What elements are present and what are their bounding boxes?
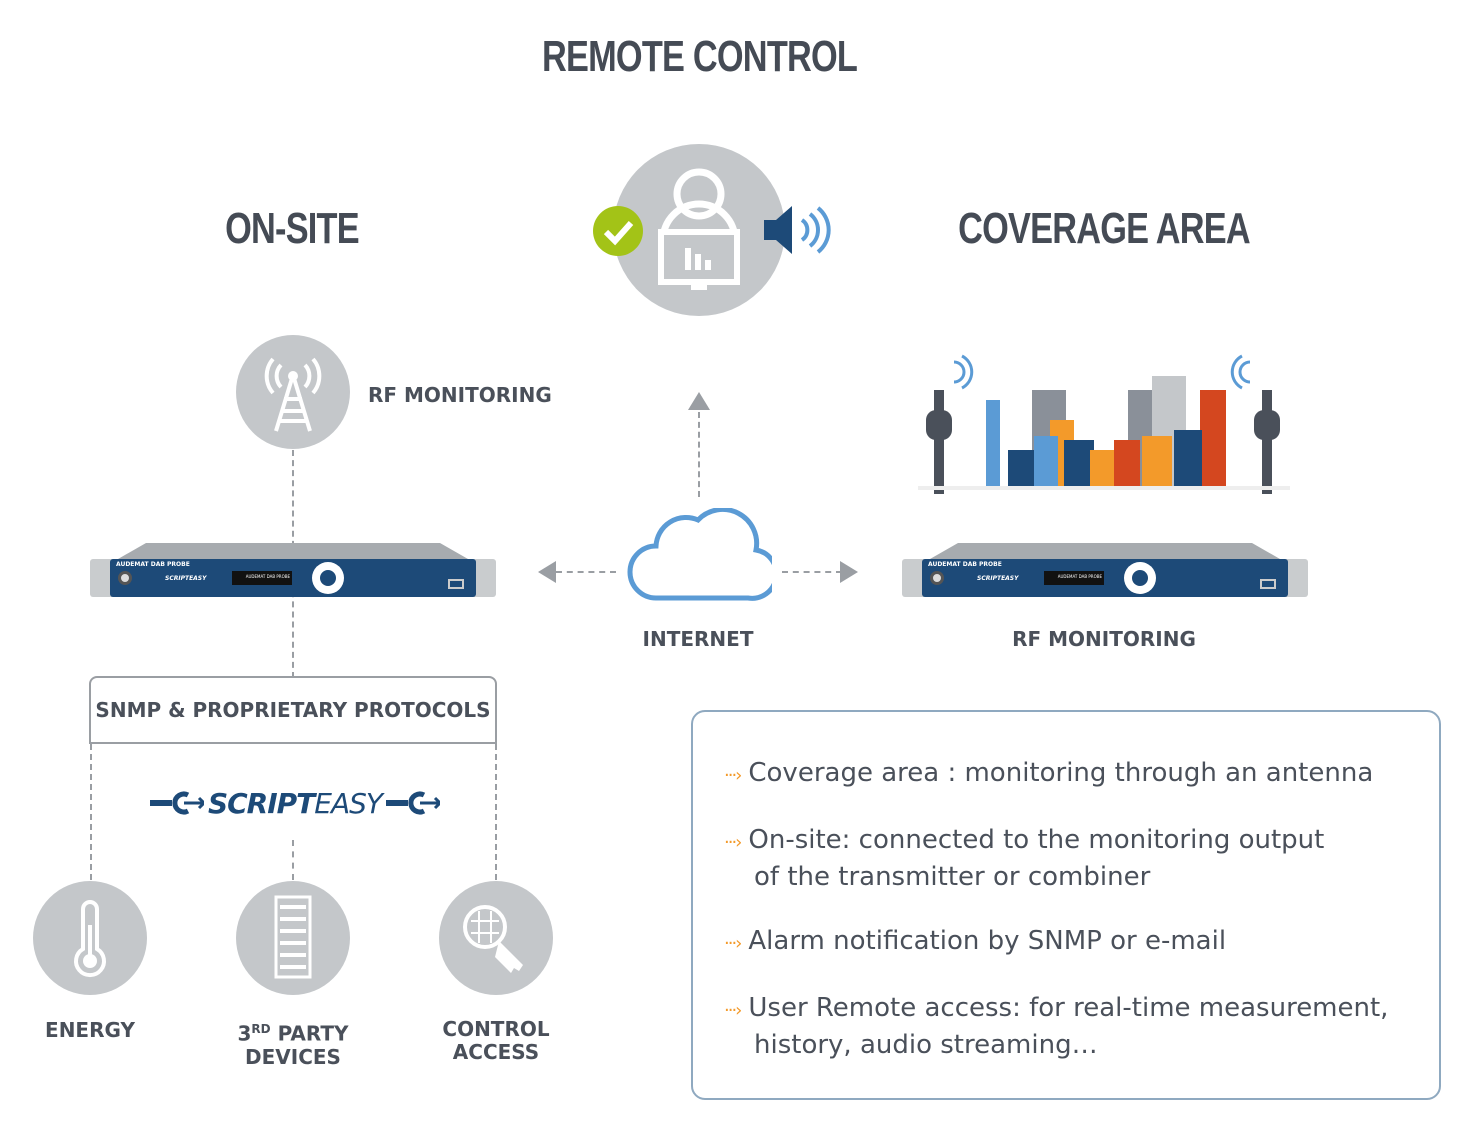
- dotted-arrow-icon: ···›: [724, 1000, 742, 1021]
- device-name: AUDEMAT DAB PROBE: [116, 561, 190, 568]
- city-coverage-illustration: [918, 350, 1290, 500]
- key-access-icon: [439, 881, 553, 995]
- scripteasy-logo: SCRIPTEASY: [150, 786, 440, 820]
- feature-item: ···›On-site: connected to the monitoring…: [724, 825, 1325, 892]
- arrow-left-icon: [538, 561, 556, 583]
- title-coverage-area: COVERAGE AREA: [958, 204, 1251, 253]
- device-display: AUDEMAT DAB PROBE: [1044, 571, 1104, 585]
- feature-item: ···›Coverage area : monitoring through a…: [724, 758, 1374, 788]
- energy-label: ENERGY: [45, 1018, 135, 1042]
- dotted-arrow-icon: ···›: [724, 933, 742, 954]
- plug-left-icon: [150, 791, 204, 815]
- features-box: [691, 710, 1441, 1100]
- dotted-arrow-icon: ···›: [724, 832, 742, 853]
- check-icon: [593, 206, 643, 256]
- cloud-icon: [626, 506, 779, 606]
- connector: [698, 412, 700, 497]
- speaker-icon: [760, 202, 840, 262]
- connector: [495, 744, 497, 880]
- connector: [292, 840, 294, 880]
- connector: [556, 571, 616, 573]
- connector: [782, 571, 842, 573]
- server-rack-icon: [236, 881, 350, 995]
- rf-monitoring-coverage-label: RF MONITORING: [1012, 627, 1196, 651]
- device-name: AUDEMAT DAB PROBE: [928, 561, 1002, 568]
- device-logo: SCRIPTEASY: [977, 575, 1019, 582]
- title-on-site: ON-SITE: [225, 204, 360, 253]
- protocols-box: [89, 676, 497, 744]
- divider: [89, 742, 497, 744]
- device-display: AUDEMAT DAB PROBE: [232, 571, 292, 585]
- plug-right-icon: [386, 791, 440, 815]
- arrow-right-icon: [840, 561, 858, 583]
- dotted-arrow-icon: ···›: [724, 765, 742, 786]
- rf-tower-icon: [236, 335, 350, 449]
- feature-item: ···›Alarm notification by SNMP or e-mail: [724, 926, 1227, 956]
- protocols-label: SNMP & PROPRIETARY PROTOCOLS: [95, 698, 491, 722]
- thermometer-icon: [33, 881, 147, 995]
- feature-item: ···›User Remote access: for real-time me…: [724, 993, 1389, 1060]
- dab-probe-device-onsite: AUDEMAT DAB PROBE SCRIPTEASY AUDEMAT DAB…: [90, 543, 496, 599]
- arrow-up-icon: [688, 392, 710, 410]
- internet-label: INTERNET: [642, 627, 754, 651]
- title-remote-control: REMOTE CONTROL: [542, 32, 858, 81]
- device-logo: SCRIPTEASY: [165, 575, 207, 582]
- connector: [90, 744, 92, 880]
- dab-probe-device-coverage: AUDEMAT DAB PROBE SCRIPTEASY AUDEMAT DAB…: [902, 543, 1308, 599]
- rf-monitoring-onsite-label: RF MONITORING: [368, 383, 552, 407]
